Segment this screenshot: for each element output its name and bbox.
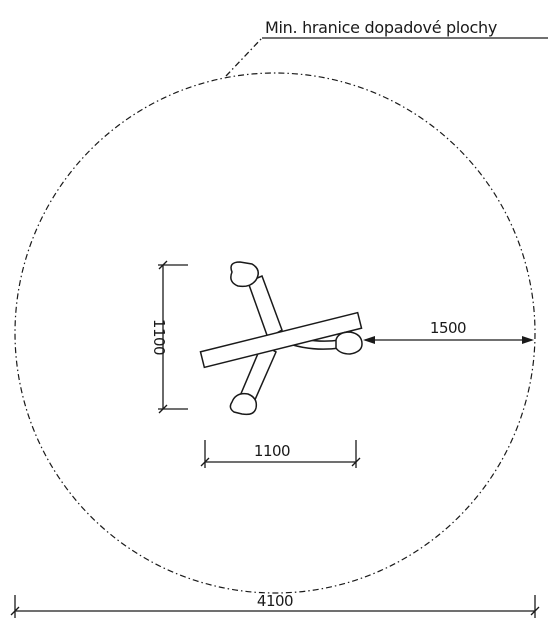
dimension-height-label: 1100: [150, 319, 168, 355]
dimension-height: [158, 260, 188, 414]
seat-upper: [230, 261, 259, 288]
dimension-total: [10, 595, 540, 618]
dimension-total-label: 4100: [257, 592, 293, 610]
seat-right: [335, 331, 363, 355]
boundary-label: Min. hranice dopadové plochy: [265, 18, 497, 37]
dimension-width-label: 1100: [254, 442, 290, 460]
boundary-leader: [225, 37, 548, 77]
equipment-arm-upper: [247, 274, 283, 340]
equipment-beam: [199, 311, 363, 369]
safety-zone-boundary: [14, 72, 536, 594]
dimension-clearance: [363, 336, 534, 344]
equipment-plan: [199, 261, 363, 416]
dimension-width: [200, 440, 361, 468]
seat-lower: [229, 392, 258, 416]
dimension-clearance-label: 1500: [430, 319, 466, 337]
